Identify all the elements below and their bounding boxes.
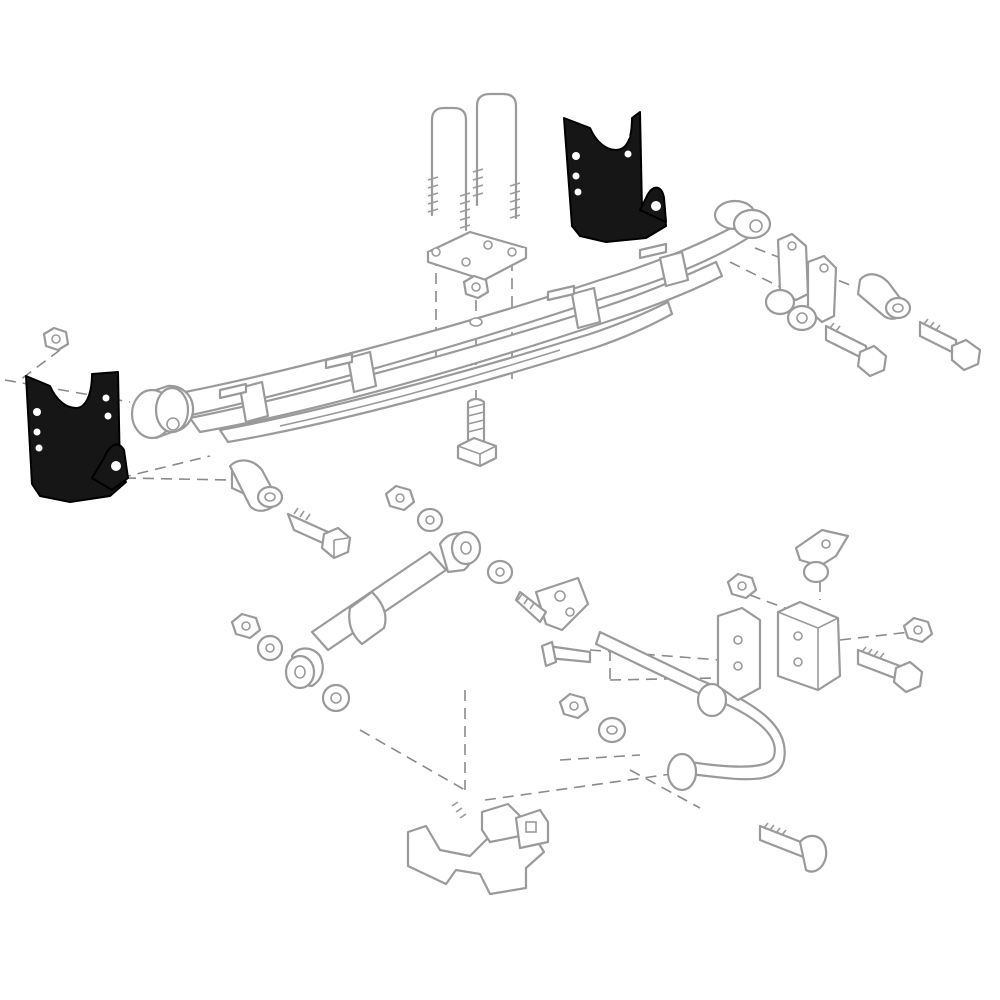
shock-absorber: [284, 530, 482, 690]
sway-nut-lower: [558, 692, 590, 720]
spring-eye-front: [130, 384, 195, 440]
front-spring-hanger: [25, 371, 129, 503]
sway-nut-right: [902, 616, 934, 644]
shock-washer-lower-2: [321, 683, 351, 713]
shock-washer-upper: [416, 507, 444, 533]
spring-eye-rear: [713, 199, 772, 240]
center-bolt: [456, 397, 498, 468]
leaf-spring: [168, 220, 750, 444]
shock-bracket-bolt: [514, 590, 548, 624]
sway-nut-top: [726, 572, 758, 600]
u-bolt-left: [427, 106, 471, 232]
front-shackle-bolt: [286, 507, 352, 560]
front-bushing: [228, 459, 284, 512]
sway-carriage-bolt: [758, 822, 828, 873]
sway-washer-lower: [597, 716, 627, 744]
rear-spring-hanger: [563, 111, 667, 243]
top-link-mount: [794, 528, 850, 584]
shock-washer-upper-2: [486, 559, 514, 585]
rear-shackle-bolt-lower: [824, 322, 888, 378]
rear-bushing: [856, 273, 912, 320]
sway-bar-clamp: [406, 801, 550, 896]
center-nut: [462, 274, 490, 300]
sway-link-bolt: [856, 646, 924, 694]
sway-bar-link-bracket: [716, 606, 762, 702]
spring-clip: [570, 286, 602, 330]
sway-bracket-bolt: [540, 640, 592, 668]
shock-nut-upper: [384, 484, 416, 512]
shock-bracket: [534, 576, 590, 632]
hanger-nut: [42, 326, 70, 352]
spring-clip: [658, 250, 690, 288]
sway-bar: [594, 630, 786, 792]
shock-washer-lower: [256, 634, 284, 662]
spring-clip: [346, 350, 378, 394]
rear-shackle: [764, 232, 838, 332]
sway-bar-end-link: [776, 600, 842, 692]
rear-shackle-bolt-upper: [918, 318, 982, 372]
u-bolt-right: [472, 92, 521, 220]
u-bolt-plate: [426, 230, 528, 282]
shock-nut-lower: [230, 612, 262, 640]
